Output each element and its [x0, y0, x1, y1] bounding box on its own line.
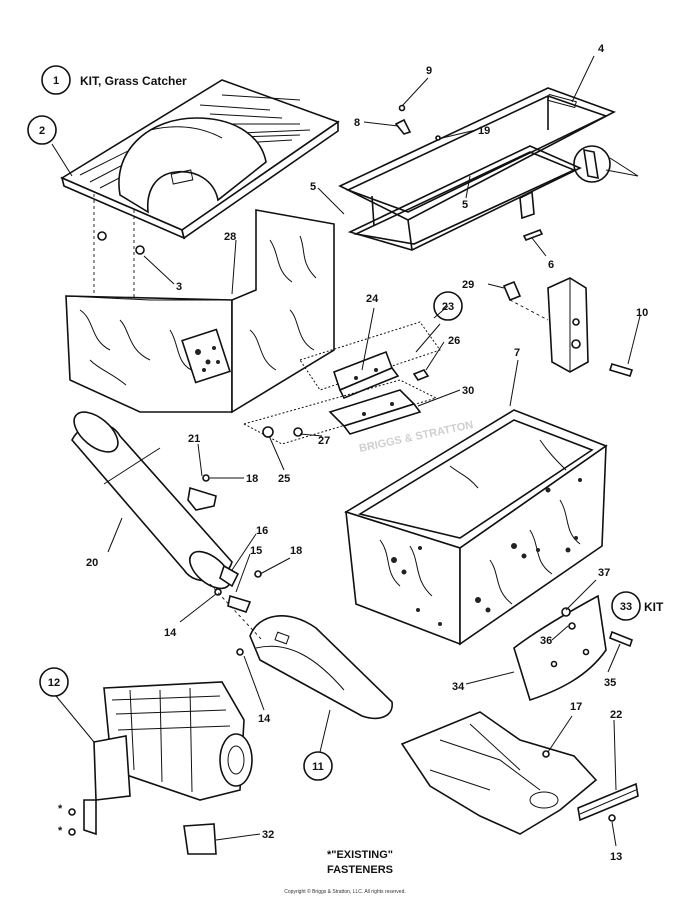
callout-19: 19 — [478, 125, 490, 137]
callout-circle-12 — [39, 667, 69, 697]
callout-circle-11 — [303, 751, 333, 781]
callout-5b: 5 — [462, 199, 468, 211]
callout-32: 32 — [262, 829, 274, 841]
tractor-mount — [68, 681, 253, 855]
callout-14b: 14 — [258, 713, 271, 725]
asterisk-2: * — [58, 825, 63, 837]
grass-bag — [344, 409, 608, 646]
kit-number: 1 — [53, 75, 59, 87]
grass-catcher-lid — [60, 79, 340, 240]
callout-circle-label-11: 11 — [312, 761, 324, 773]
fastener-3 — [97, 231, 145, 255]
callout-8: 8 — [354, 117, 360, 129]
callout-9: 9 — [426, 65, 432, 77]
callout-circle-label-23: 23 — [442, 301, 454, 313]
callout-6: 6 — [548, 259, 554, 271]
callout-10: 10 — [636, 307, 648, 319]
footnote-line2: FASTENERS — [327, 864, 393, 876]
part-callouts: 3 4 5 5 6 7 8 9 10 13 14 14 15 16 17 18 … — [86, 43, 648, 863]
callout-circle-2 — [27, 115, 57, 145]
rear-bag — [65, 209, 335, 414]
callout-34: 34 — [452, 681, 465, 693]
callout-30: 30 — [462, 385, 474, 397]
callout-18a: 18 — [246, 473, 258, 485]
mower-deck-mount — [400, 711, 639, 835]
callout-37: 37 — [598, 567, 610, 579]
bracket-assembly — [242, 321, 441, 445]
callout-22: 22 — [610, 709, 622, 721]
callout-35: 35 — [604, 677, 616, 689]
callout-29: 29 — [462, 279, 474, 291]
callout-7: 7 — [514, 347, 520, 359]
callout-18b: 18 — [290, 545, 302, 557]
asterisk-1: * — [58, 803, 63, 815]
callout-4: 4 — [598, 43, 605, 55]
callout-26: 26 — [448, 335, 460, 347]
callout-circle-33 — [611, 591, 641, 621]
small-hardware — [394, 104, 549, 321]
callout-13: 13 — [610, 851, 622, 863]
chute-extension — [209, 583, 393, 720]
leader-lines — [51, 55, 641, 847]
callout-circle-23 — [433, 291, 463, 321]
callout-15: 15 — [250, 545, 262, 557]
kit33-number: 33 — [620, 601, 632, 613]
frame-assembly — [338, 87, 639, 251]
copyright: Copyright © Briggs & Stratton, LLC. All … — [284, 888, 406, 895]
callout-5a: 5 — [310, 181, 316, 193]
footnote-line1: *"EXISTING" — [327, 849, 393, 861]
callout-24: 24 — [366, 293, 379, 305]
callout-circle-label-2: 2 — [39, 125, 45, 137]
callout-16: 16 — [256, 525, 268, 537]
callout-28: 28 — [224, 231, 236, 243]
callout-3: 3 — [176, 281, 182, 293]
callout-21: 21 — [188, 433, 200, 445]
flap-kit — [513, 594, 633, 702]
clamp-parts — [187, 474, 262, 656]
callout-circle-label-12: 12 — [48, 677, 60, 689]
kit33-label: KIT — [644, 600, 664, 614]
callout-25: 25 — [278, 473, 290, 485]
callout-27: 27 — [318, 435, 330, 447]
callout-17: 17 — [570, 701, 582, 713]
chute-tube — [71, 411, 233, 590]
latch-bracket — [547, 277, 634, 377]
callout-14a: 14 — [164, 627, 177, 639]
kit-title: KIT, Grass Catcher — [80, 74, 187, 88]
callout-36: 36 — [540, 635, 552, 647]
callout-20: 20 — [86, 557, 98, 569]
callout-circle-1 — [41, 65, 71, 95]
